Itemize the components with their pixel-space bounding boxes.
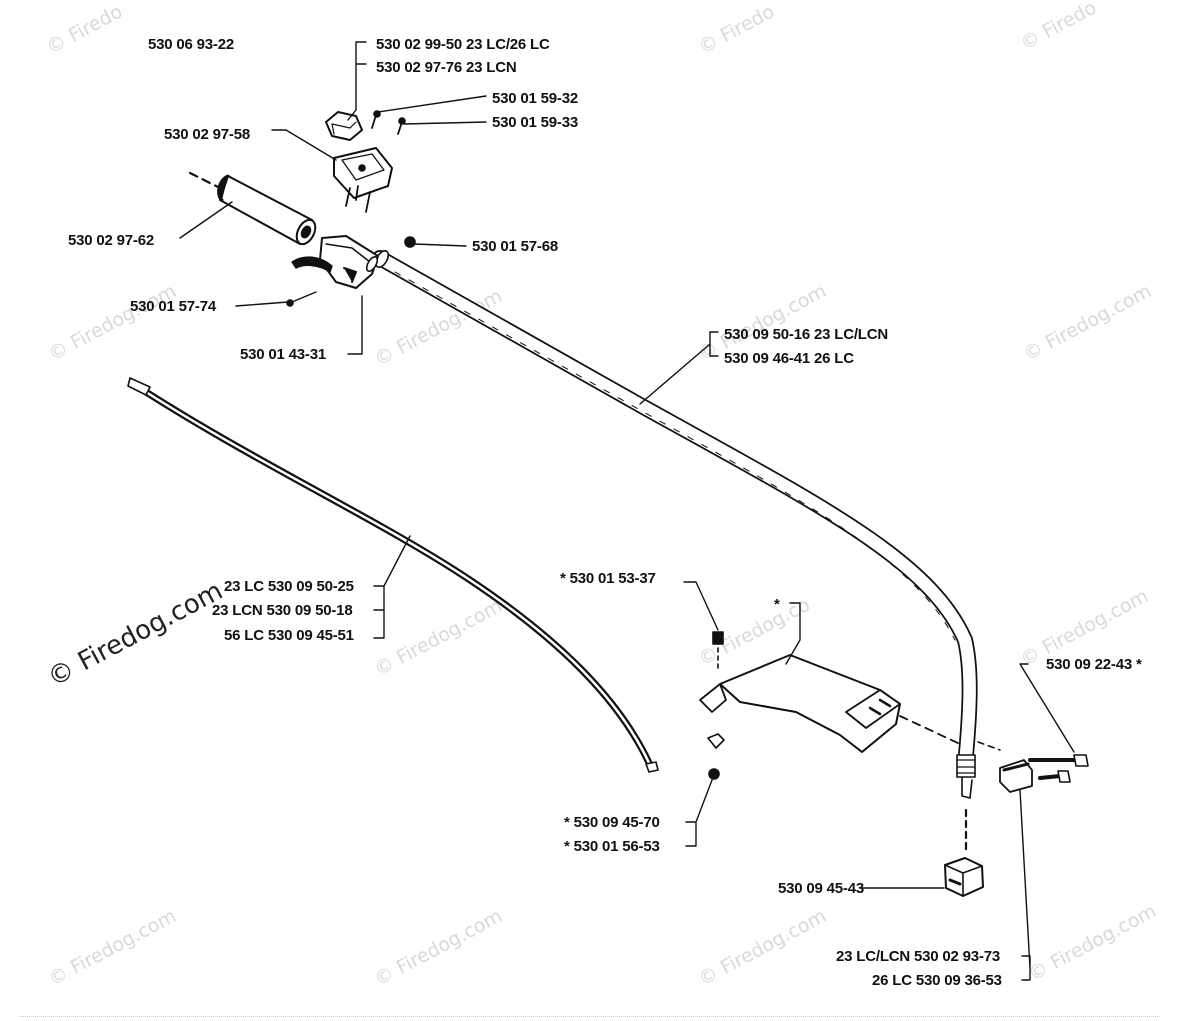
label-part: * 530 09 45-70: [564, 814, 660, 831]
label-part: 530 09 22-43 *: [1046, 656, 1142, 673]
label-part: 56 LC 530 09 45-51: [224, 627, 354, 644]
label-part: * 530 01 53-37: [560, 570, 656, 587]
label-part: 530 09 45-43: [778, 880, 865, 897]
label-part: 530 01 59-32: [492, 90, 579, 107]
leader-lines: [179, 41, 1075, 981]
label-part: 530 02 99-50 23 LC/26 LC: [376, 36, 550, 53]
label-part: 530 01 43-31: [240, 346, 327, 363]
clamp: [977, 741, 1089, 793]
label-part: 530 01 59-33: [492, 114, 579, 131]
grip: [188, 171, 317, 246]
nut-large: [944, 857, 984, 897]
label-part: 530 01 57-74: [130, 298, 217, 315]
label-part: 530 02 97-76 23 LCN: [376, 59, 517, 76]
label-part: 530 06 93-22: [148, 36, 235, 53]
divider: [20, 1016, 1160, 1017]
guard: [699, 631, 961, 780]
label-part: 530 02 97-58: [164, 126, 251, 143]
main-tube: [372, 250, 978, 852]
label-part: 23 LCN 530 09 50-18: [212, 602, 353, 619]
label-part: 26 LC 530 09 36-53: [872, 972, 1002, 989]
label-part: 530 09 46-41 26 LC: [724, 350, 854, 367]
drive-shaft: [127, 377, 659, 773]
label-part: 530 01 57-68: [472, 238, 559, 255]
label-part: *: [774, 596, 780, 613]
label-part: 23 LC/LCN 530 02 93-73: [836, 948, 1001, 965]
label-part: 530 02 97-62: [68, 232, 155, 249]
label-part: 530 09 50-16 23 LC/LCN: [724, 326, 889, 343]
throttle-housing: [286, 235, 379, 307]
label-part: * 530 01 56-53: [564, 838, 660, 855]
cap-and-block: [325, 110, 416, 248]
label-part: 23 LC 530 09 50-25: [224, 578, 354, 595]
